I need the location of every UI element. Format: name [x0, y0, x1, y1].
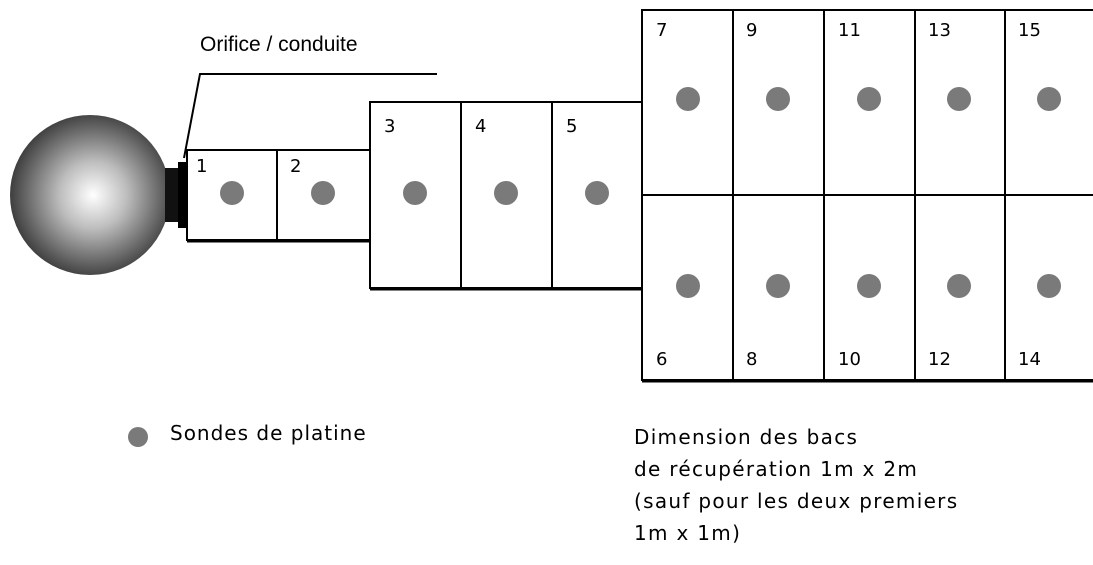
legend-marker	[128, 427, 148, 447]
tray-section-small	[186, 149, 371, 241]
note-line: 1m x 1m)	[634, 521, 742, 545]
orifice-leader-line	[183, 73, 437, 159]
tray-label-2: 2	[290, 156, 301, 177]
tray-label-12: 12	[928, 349, 951, 370]
probe-dot	[857, 87, 881, 111]
probe-dot	[947, 87, 971, 111]
note-line: Dimension des bacs	[634, 425, 859, 449]
tray-label-4: 4	[475, 116, 486, 137]
tray-label-15: 15	[1018, 20, 1041, 41]
tray-label-11: 11	[838, 20, 861, 41]
tray-label-8: 8	[746, 349, 757, 370]
note-line: de récupération 1m x 2m	[634, 457, 919, 481]
probe-dot	[1037, 274, 1061, 298]
tray-label-13: 13	[928, 20, 951, 41]
tray-label-6: 6	[656, 349, 667, 370]
orifice-label: Orifice / conduite	[200, 33, 358, 56]
tray-label-10: 10	[838, 349, 861, 370]
probe-dot	[311, 181, 335, 205]
probe-dot	[676, 274, 700, 298]
probe-dot	[585, 181, 609, 205]
probe-dot	[1037, 87, 1061, 111]
probe-dot	[766, 274, 790, 298]
tray-label-1: 1	[196, 156, 207, 177]
tray-label-14: 14	[1018, 349, 1041, 370]
tray-label-9: 9	[746, 20, 757, 41]
dimension-note: Dimension des bacs de récupération 1m x …	[634, 421, 958, 549]
probe-dot	[220, 181, 244, 205]
probes	[220, 87, 1061, 298]
nozzle-connector	[165, 168, 182, 222]
sphere-container	[10, 115, 170, 275]
probe-dot	[766, 87, 790, 111]
probe-dot	[857, 274, 881, 298]
tray-label-3: 3	[384, 116, 395, 137]
probe-dot	[403, 181, 427, 205]
note-line: (sauf pour les deux premiers	[634, 489, 959, 513]
nozzle-ring	[178, 162, 186, 228]
legend-label: Sondes de platine	[170, 421, 367, 445]
probe-dot	[494, 181, 518, 205]
probe-dot	[947, 274, 971, 298]
probe-dot	[676, 87, 700, 111]
tray-label-5: 5	[566, 116, 577, 137]
tray-label-7: 7	[656, 20, 667, 41]
